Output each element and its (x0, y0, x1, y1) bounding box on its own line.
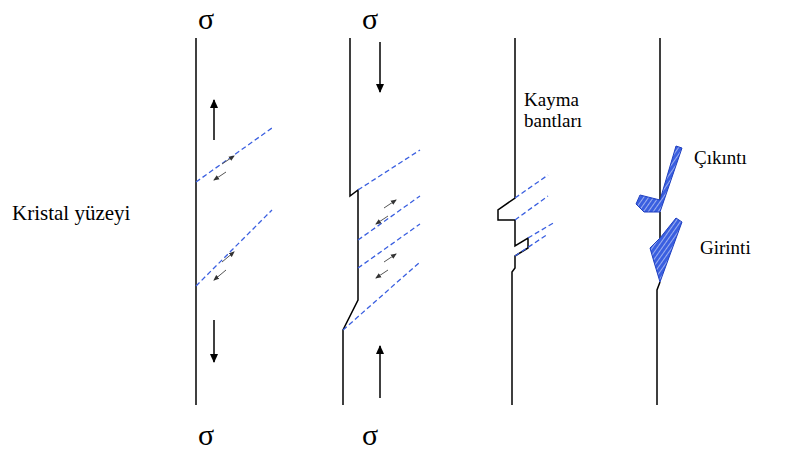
intrusion-label: Girinti (700, 238, 751, 259)
stress-symbol: σ (198, 2, 214, 35)
extrusion-label: Çıkıntı (694, 148, 747, 169)
surface-label: Kristal yüzeyi (12, 202, 130, 225)
slip-band-label: Kayma bantları (524, 90, 594, 132)
stress-symbol: σ (198, 418, 214, 451)
stress-symbol: σ (362, 418, 378, 451)
stress-symbol: σ (362, 2, 378, 35)
